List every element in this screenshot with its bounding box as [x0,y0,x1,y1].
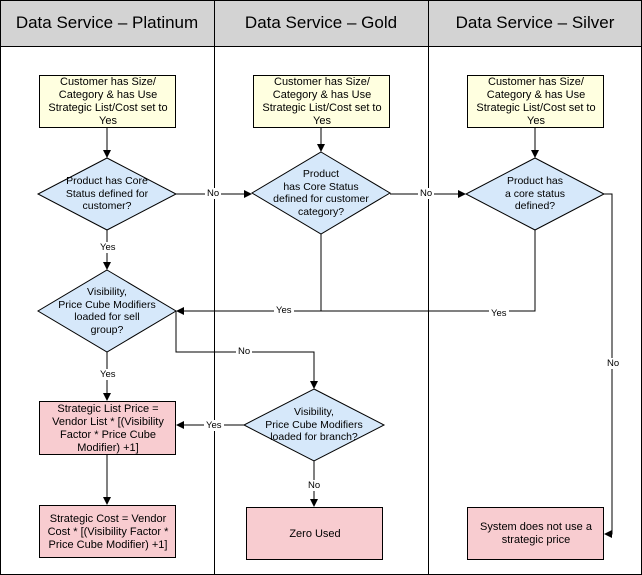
no-strategic-price-shape [467,507,604,560]
edge-label-yes-platinum: Yes [98,242,118,253]
edge-label-no-branch: No [306,480,323,491]
edge-label-yes-sell: Yes [98,369,118,380]
zero-used-shape [246,507,383,560]
start-box-gold-shape [253,75,390,128]
lane-title-silver: Data Service – Silver [455,13,615,32]
edge-label-yes-branch: Yes [204,420,224,431]
edge-silver-yes-to-visibility [321,230,536,312]
start-box-silver-shape [467,75,604,128]
start-box-gold: Customer has Size/ Category & has Use St… [262,76,382,127]
lane-title-gold: Data Service – Gold [244,13,398,32]
edge-label-no-gold: No [418,188,435,199]
no-strategic-price-box: System does not use a strategic price [480,521,592,546]
edge-label-no-sell: No [236,346,253,357]
edge-label-yes-gold: Yes [274,305,294,316]
lane-title-platinum: Data Service – Platinum [15,13,199,32]
edge-label-yes-silver: Yes [489,308,509,319]
start-box-platinum-shape [39,75,176,128]
edge-label-no-platinum: No [205,188,222,199]
start-box-platinum: Customer has Size/ Category & has Use St… [48,76,168,127]
strategic-cost-box: Strategic Cost = Vendor Cost * [(Visibil… [47,512,169,551]
strategic-list-price-box: Strategic List Price = Vendor List * [(V… [52,402,164,454]
zero-used-box: Zero Used [289,527,341,540]
header-band [0,0,642,47]
start-box-silver: Customer has Size/ Category & has Use St… [476,76,596,127]
strategic-cost-shape [39,505,176,558]
strategic-list-price-shape [39,401,176,455]
edge-label-no-silver: No [605,358,622,369]
